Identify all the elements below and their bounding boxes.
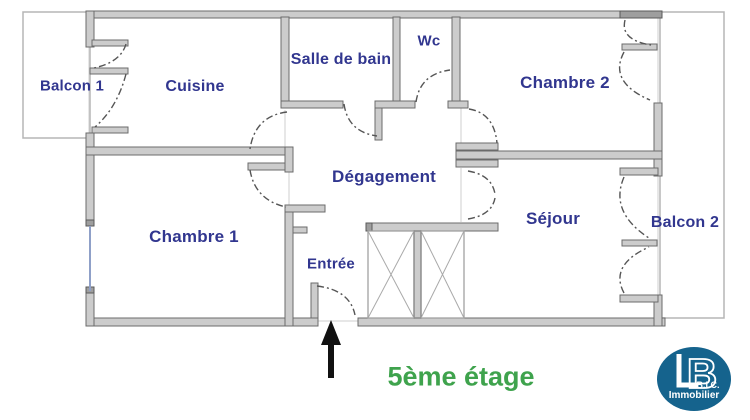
logo-monogram: B (687, 350, 717, 397)
stair-elevator-shafts (367, 230, 465, 319)
entrance-arrow-icon (321, 320, 341, 378)
room-label-cuisine: Cuisine (165, 78, 225, 95)
logo-company: B.I.C. (696, 380, 719, 390)
room-label-salle-de-bain: Salle de bain (290, 51, 392, 68)
room-label-balcon-1: Balcon 1 (39, 77, 105, 95)
room-label-chambre-2: Chambre 2 (520, 73, 610, 92)
room-label-sejour: Séjour (525, 209, 581, 228)
logo-sector: Immobilier (669, 390, 720, 401)
opening-thresholds (88, 18, 659, 322)
room-label-balcon-2: Balcon 2 (650, 214, 720, 231)
room-label-wc: Wc (417, 32, 441, 50)
room-label-entree: Entrée (307, 255, 355, 273)
door-swing-arcs (93, 19, 652, 316)
floor-label: 5ème étage (387, 361, 535, 392)
room-label-degagement: Dégagement (331, 167, 437, 186)
walls (85, 10, 666, 327)
room-label-chambre-1: Chambre 1 (149, 227, 239, 246)
bic-immobilier-logo: B B.I.C. Immobilier (657, 347, 731, 411)
